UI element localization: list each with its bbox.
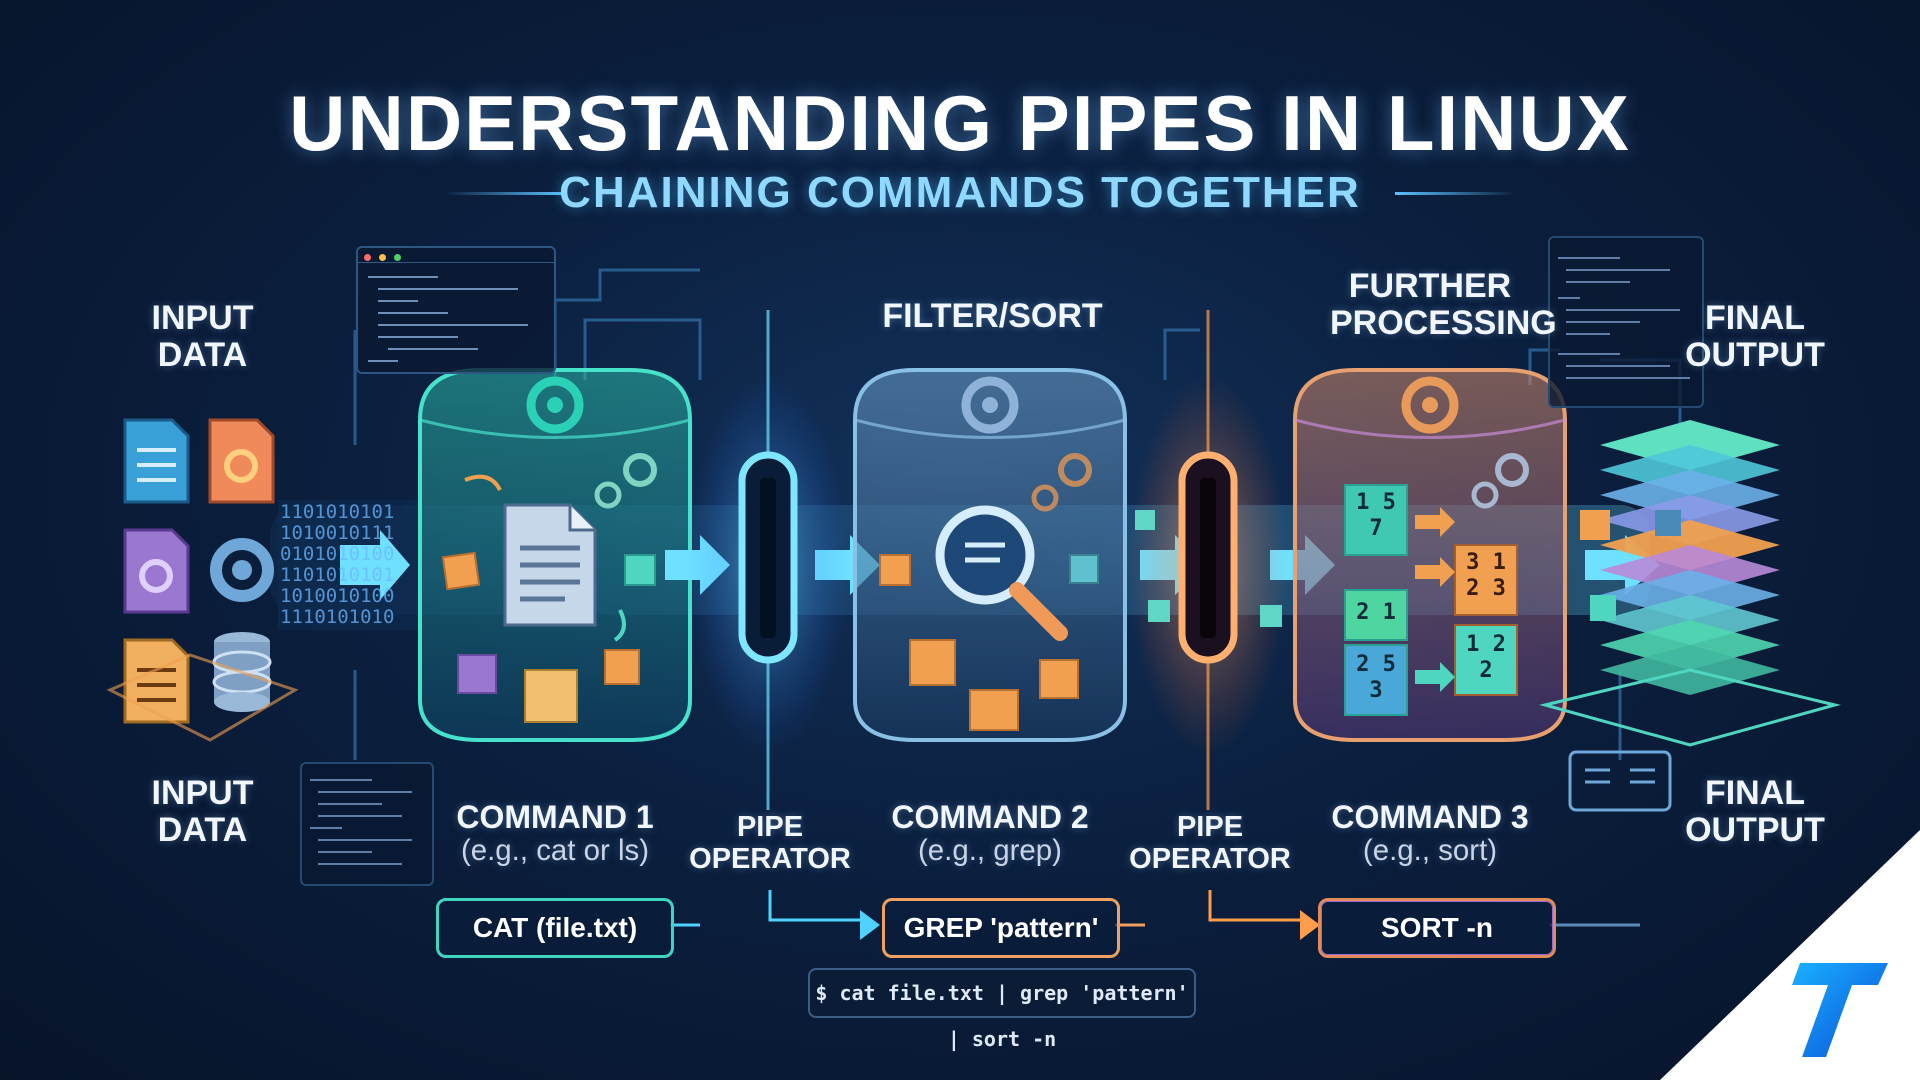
terminal-window: [300, 762, 434, 886]
command-line: $ cat file.txt | grep 'pattern' | sort -…: [808, 968, 1196, 1051]
digit-stack-left: [1344, 484, 1408, 716]
cube-icon: [1580, 510, 1610, 540]
document-icon: [123, 418, 190, 504]
cube-icon: [457, 654, 497, 694]
document-icon: [123, 638, 190, 724]
magnifier-icon: [935, 505, 1068, 641]
digit-labels-left-2: 2 1: [1356, 600, 1396, 625]
command-2-label: COMMAND 2 (e.g., grep): [891, 799, 1089, 868]
command-3-box: SORT -n: [1318, 898, 1556, 958]
cube-icon: [1655, 510, 1681, 536]
document-icon: [503, 503, 597, 627]
cube-icon: [441, 551, 481, 591]
digit-labels-right: 3 1 2 3: [1466, 550, 1506, 601]
gear-icon: [594, 481, 622, 509]
terminal-code-lines: [1558, 257, 1690, 379]
command-1-label: COMMAND 1 (e.g., cat or ls): [456, 799, 654, 868]
terminal-window: [1548, 236, 1704, 408]
page-title: UNDERSTANDING PIPES IN LINUX: [289, 79, 1631, 167]
logo-icon: [1792, 963, 1888, 1057]
pipe-operator-1: [688, 310, 848, 810]
terminal-code-lines: [368, 276, 528, 362]
stack-icon: [1539, 420, 1841, 747]
digit-labels-left: 1 5 7: [1356, 490, 1396, 541]
input-data-icons: [106, 418, 299, 742]
cube-icon: [604, 649, 640, 685]
cube-icon: [1135, 510, 1155, 530]
arrow-icon: [340, 530, 410, 600]
cube-icon: [1039, 659, 1079, 699]
command-1-block: [418, 368, 692, 742]
cube-icon: [1590, 595, 1616, 621]
gear-icon: [1495, 453, 1529, 487]
bottom-connectors: [670, 890, 1640, 940]
gear-icon: [623, 453, 657, 487]
terminal-code-lines: [310, 779, 412, 865]
command-1-box: CAT (file.txt): [436, 898, 674, 958]
gear-icon: [961, 376, 1019, 434]
command-2-block: [853, 368, 1127, 742]
gear-icon: [1058, 453, 1092, 487]
digit-stack-right: [1454, 544, 1518, 696]
gear-icon: [210, 538, 274, 602]
subtitle-line-left: [445, 192, 565, 195]
gear-icon: [1031, 484, 1059, 512]
cube-icon: [909, 639, 956, 686]
subtitle-line-right: [1395, 192, 1515, 195]
pipe-operator-2: [1128, 310, 1288, 810]
digit-labels-right-2: 1 2 2: [1466, 632, 1506, 683]
gear-icon: [1401, 376, 1459, 434]
command-3-label: COMMAND 3 (e.g., sort): [1331, 799, 1529, 868]
cube-icon: [624, 554, 656, 586]
list-icon: [1568, 750, 1672, 812]
filter-sort-label: FILTER/SORT: [882, 297, 1103, 335]
cube-icon: [524, 669, 578, 723]
cube-icon: [1069, 554, 1099, 584]
cube-icon: [1148, 600, 1170, 622]
command-2-box: GREP 'pattern': [882, 898, 1120, 958]
terminal-window: [356, 246, 556, 374]
cube-icon: [969, 689, 1019, 731]
digit-labels-left-3: 2 5 3: [1356, 652, 1396, 703]
cube-icon: [1260, 605, 1282, 627]
sort-arrows: [1415, 507, 1455, 692]
page-subtitle: CHAINING COMMANDS TOGETHER: [559, 168, 1361, 217]
gear-icon: [1471, 481, 1499, 509]
cube-icon: [879, 554, 911, 586]
gear-icon: [526, 376, 584, 434]
document-gear-icon: [208, 418, 275, 504]
document-gear-icon: [123, 528, 190, 614]
command-3-block: [1293, 368, 1567, 742]
binary-stream-text: 1101010101 1010010111 0101010100 1101010…: [280, 501, 395, 628]
